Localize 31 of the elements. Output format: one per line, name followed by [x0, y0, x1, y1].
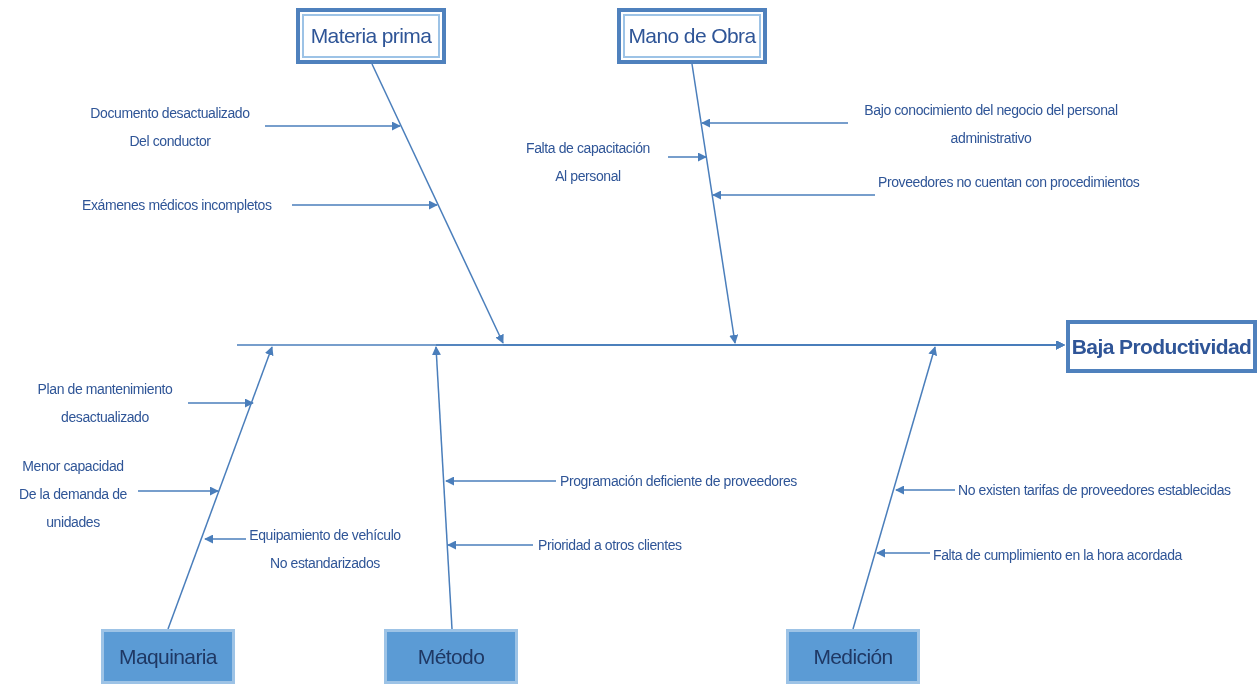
arrow [291, 200, 438, 210]
arrow [264, 121, 401, 131]
cause-label: Prioridad a otros clientes [538, 531, 682, 559]
arrow [445, 476, 557, 486]
category-box: Materia prima [296, 8, 446, 64]
bone-arrow [852, 340, 1065, 630]
arrow [895, 485, 956, 495]
cause-label: Programación deficiente de proveedores [560, 467, 797, 495]
effect-box: Baja Productividad [1066, 320, 1257, 373]
arrow [187, 398, 254, 408]
cause-label: Proveedores no cuentan con procedimientos [878, 168, 1140, 196]
arrow [204, 534, 247, 544]
category-box: Medición [786, 629, 920, 684]
cause-label: Exámenes médicos incompletos [82, 191, 272, 219]
arrow [876, 548, 931, 558]
arrow [137, 486, 219, 496]
cause-label: Equipamiento de vehículo No estandarizados [240, 521, 410, 577]
arrow [712, 190, 876, 200]
cause-label: No existen tarifas de proveedores establecidas [958, 476, 1231, 504]
cause-label: Falta de capacitación Al personal [524, 134, 652, 190]
arrow [667, 152, 707, 162]
cause-label: Falta de cumplimiento en la hora acordada [933, 541, 1182, 569]
cause-label: Plan de mantenimiento desactualizado [22, 375, 188, 431]
arrow [447, 540, 534, 550]
category-box: Método [384, 629, 518, 684]
cause-label: Documento desactualizado Del conductor [80, 99, 260, 155]
cause-label: Menor capacidad De la demanda de unidades [14, 452, 132, 536]
cause-label: Bajo conocimiento del negocio del personal administrativo [850, 96, 1132, 152]
category-box: Mano de Obra [617, 8, 767, 64]
category-box: Maquinaria [101, 629, 235, 684]
arrow [701, 118, 849, 128]
